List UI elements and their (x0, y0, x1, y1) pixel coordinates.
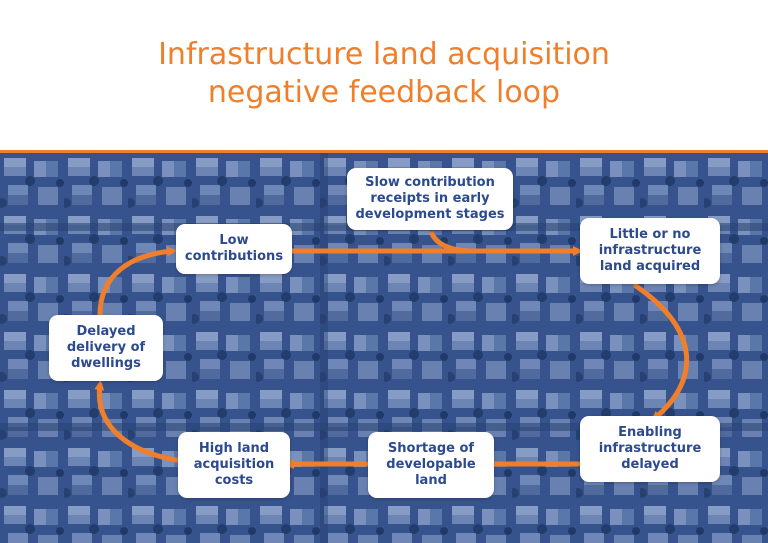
node-delayed-delivery-label: Delayed delivery of dwellings (66, 324, 146, 371)
node-low-contributions-label: Low contributions (184, 233, 284, 264)
node-low-contributions: Low contributions (176, 224, 292, 274)
arrow-high-to-delayed (94, 380, 179, 463)
node-little-land-acquired-label: Little or no infrastructure land acquire… (598, 227, 702, 274)
node-enabling-infrastructure-delayed-label: Enabling infrastructure delayed (598, 425, 702, 472)
node-slow-contribution-label: Slow contribution receipts in early deve… (355, 175, 505, 222)
node-little-land-acquired: Little or no infrastructure land acquire… (580, 218, 720, 284)
node-high-land-costs: High land acquisition costs (178, 432, 290, 498)
node-high-land-costs-label: High land acquisition costs (193, 441, 275, 488)
node-delayed-delivery: Delayed delivery of dwellings (49, 315, 163, 381)
node-slow-contribution: Slow contribution receipts in early deve… (347, 168, 513, 230)
arrow-slow-to-top (429, 231, 473, 254)
node-shortage-developable-land: Shortage of developable land (368, 432, 494, 498)
title-divider (0, 150, 768, 153)
node-shortage-developable-land-label: Shortage of developable land (386, 441, 476, 488)
title-line-2: negative feedback loop (207, 75, 561, 110)
diagram-title: Infrastructure land acquisition negative… (0, 36, 768, 112)
title-line-1: Infrastructure land acquisition (158, 37, 610, 72)
arrow-little-to-enabling (633, 283, 690, 422)
arrow-delayed-to-low (97, 246, 177, 318)
node-enabling-infrastructure-delayed: Enabling infrastructure delayed (580, 416, 720, 482)
